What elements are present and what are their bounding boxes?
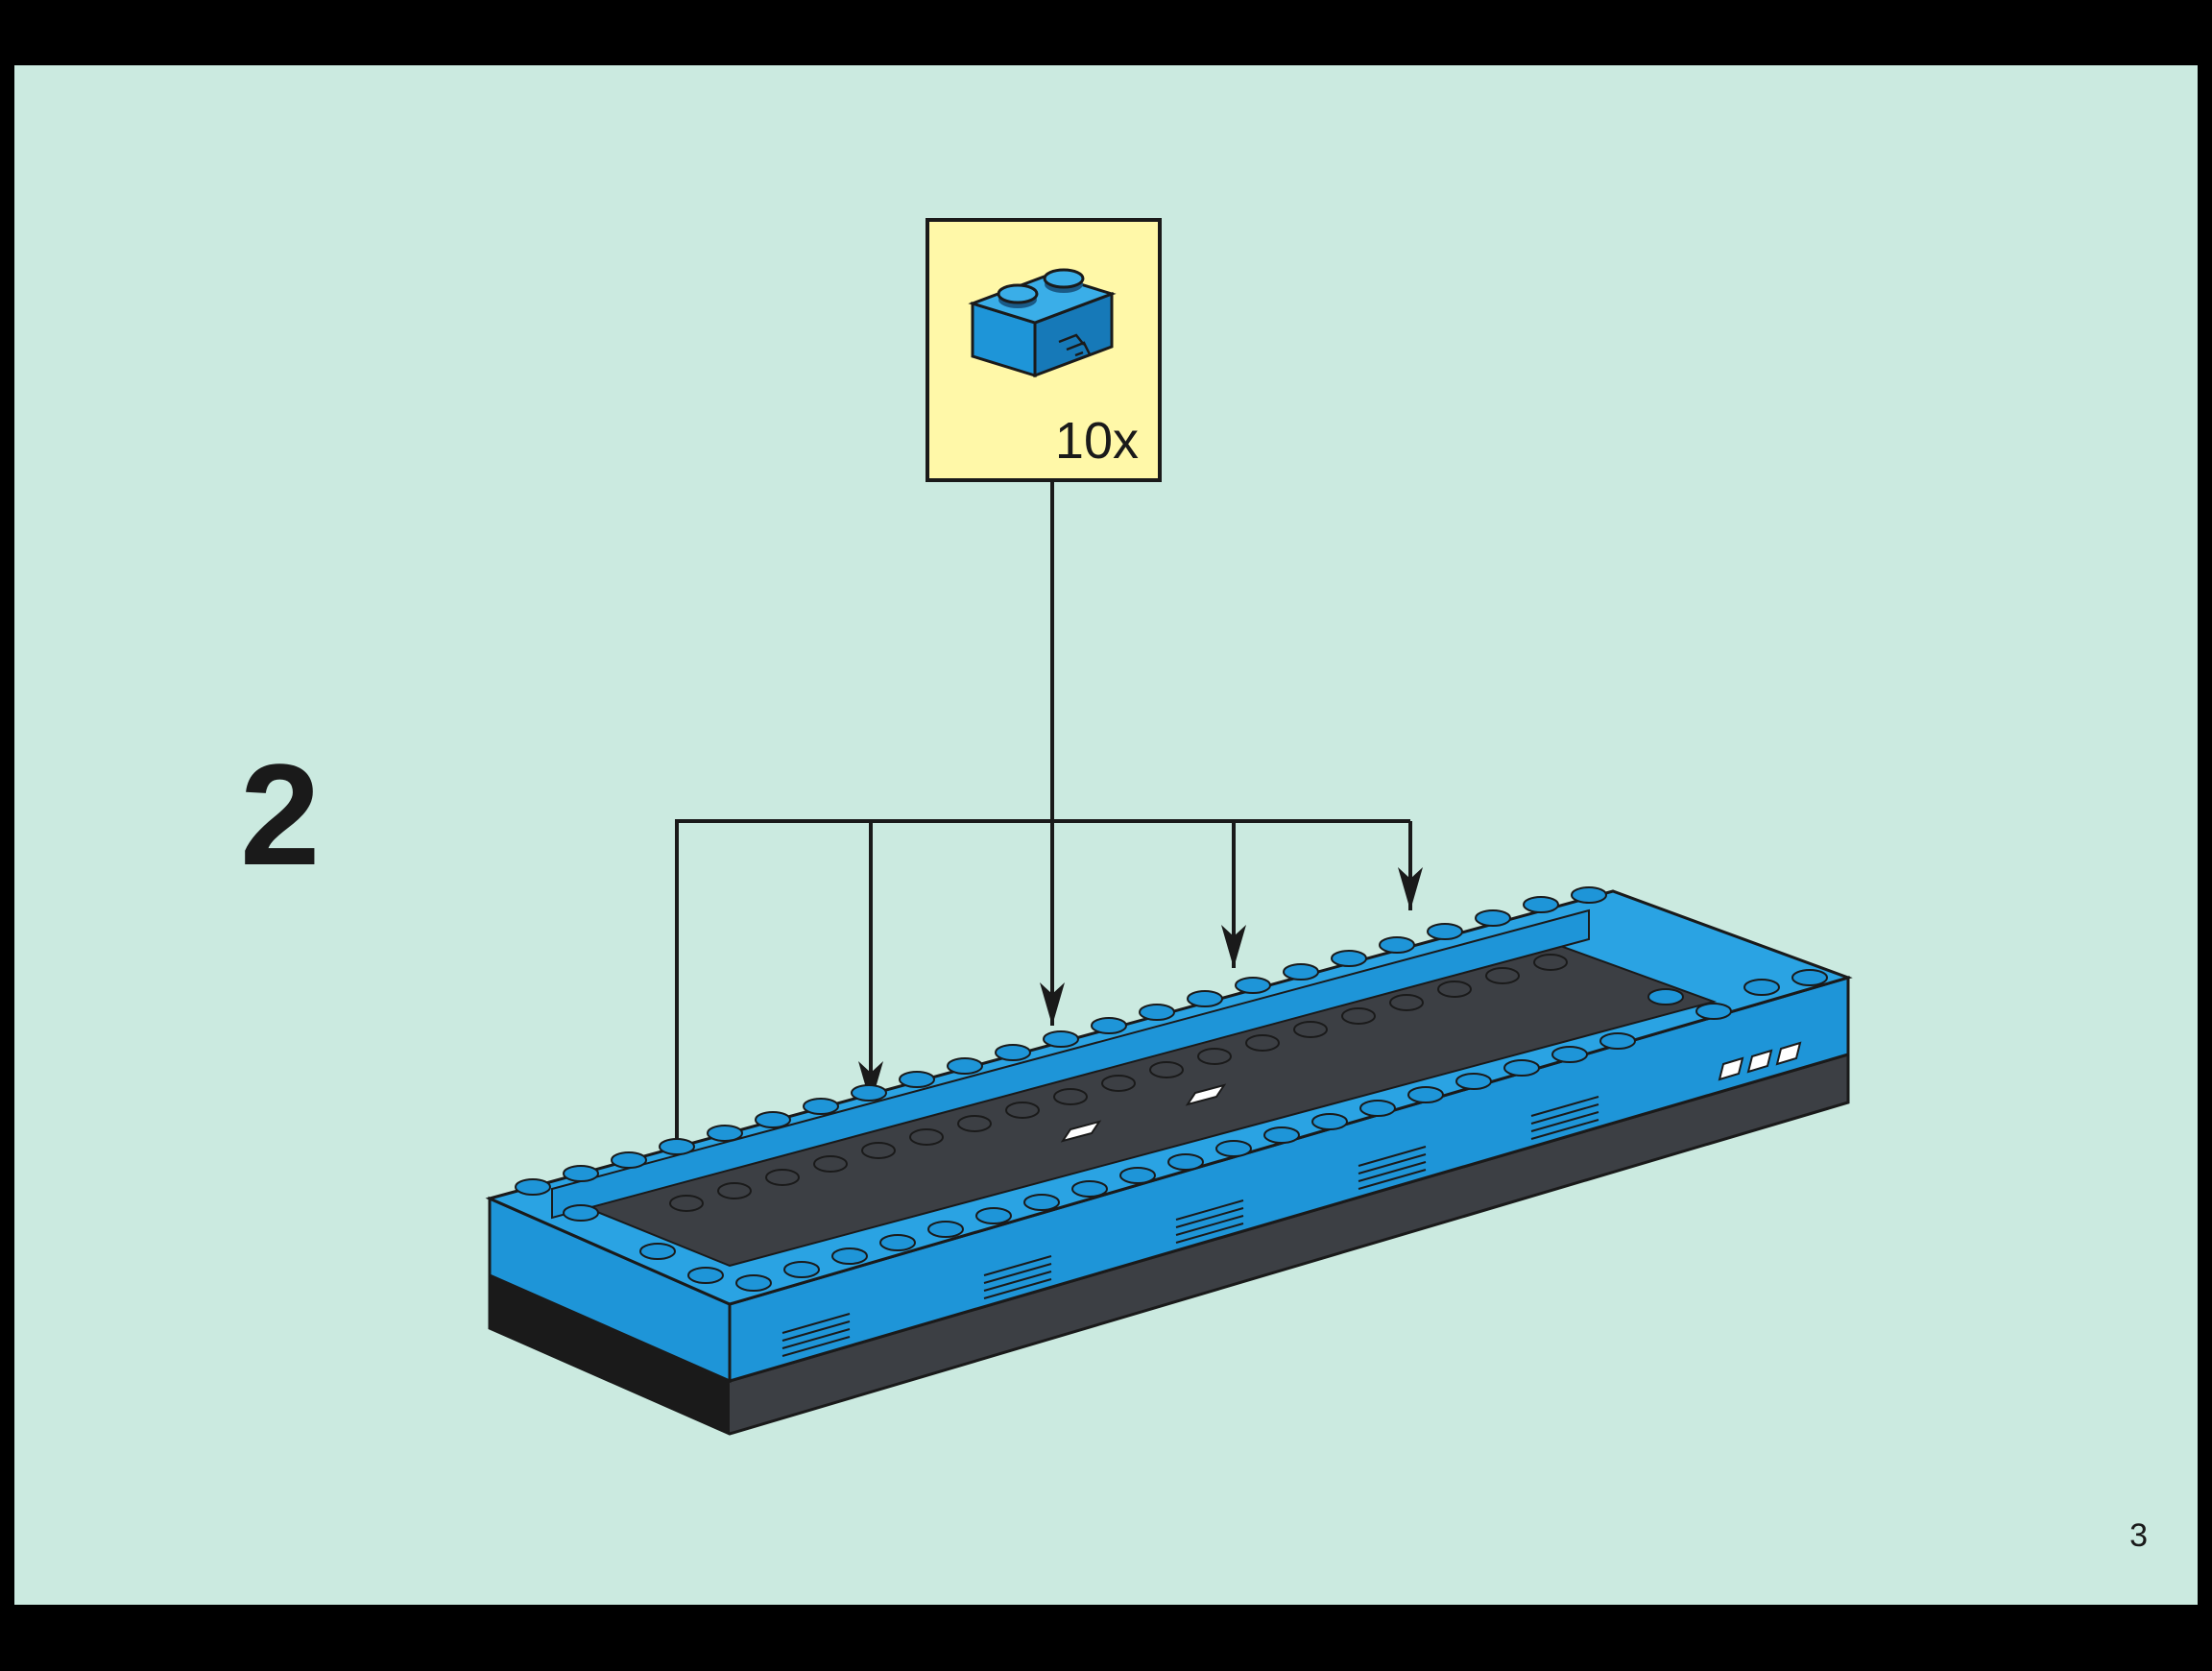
step-number: 2 bbox=[240, 734, 321, 895]
arrowhead-2 bbox=[858, 1061, 883, 1104]
part-quantity: 10x bbox=[1054, 412, 1139, 470]
parts-callout: 10x bbox=[926, 218, 1162, 482]
arrowhead-4 bbox=[1221, 925, 1246, 968]
instruction-page: 2 10x bbox=[14, 65, 2198, 1605]
page-number: 3 bbox=[2129, 1517, 2148, 1554]
arrowhead-5 bbox=[1398, 867, 1423, 910]
train-base-model bbox=[485, 886, 1853, 1436]
blue-brick-part-icon bbox=[968, 268, 1117, 378]
arrowhead-3 bbox=[1040, 982, 1065, 1026]
